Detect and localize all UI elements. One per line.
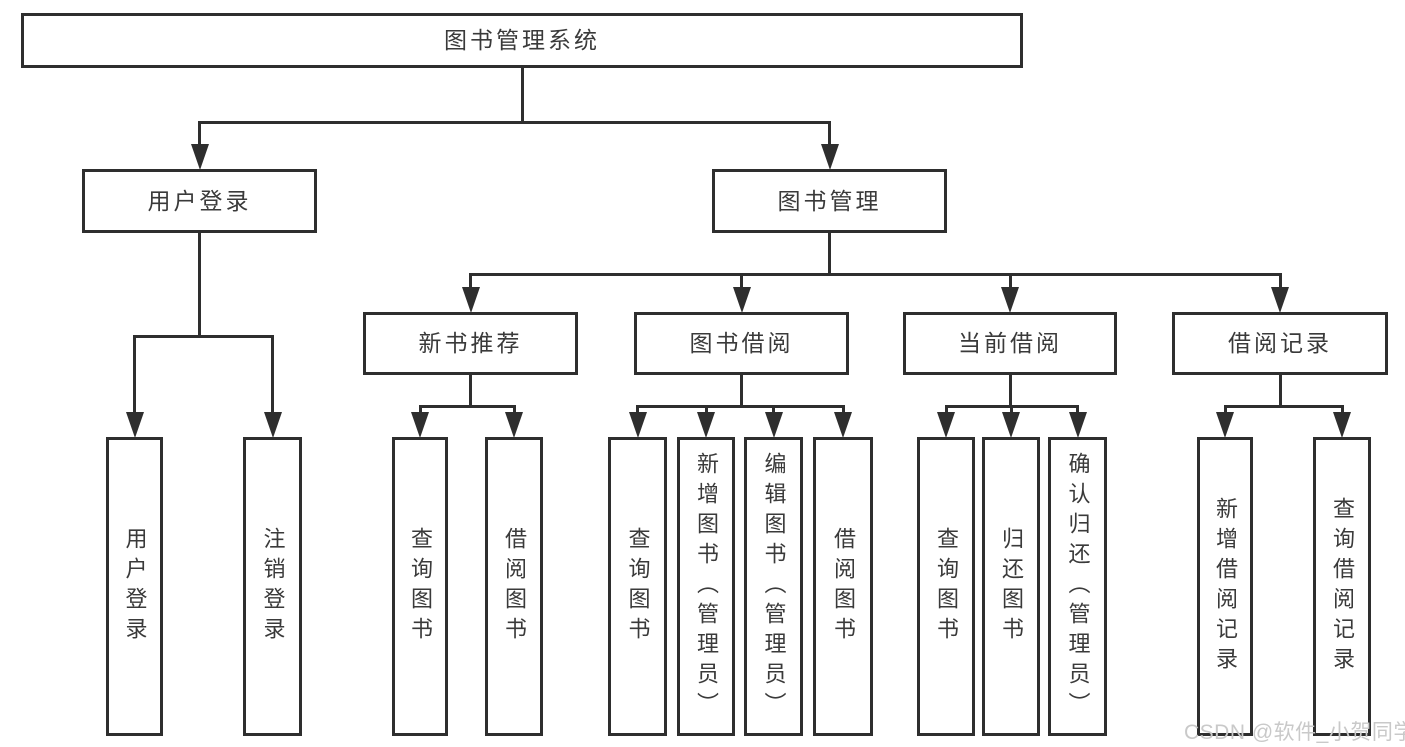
connector-stem — [1008, 375, 1012, 408]
node-system: 图书管理系统 — [21, 13, 1023, 68]
connector-stem — [1278, 375, 1282, 408]
connector-stem — [828, 233, 831, 276]
arrow-down-icon — [1333, 412, 1351, 438]
node-label-bb-edit-books: 编辑图书（管理员） — [761, 451, 787, 722]
connector-drop — [828, 121, 831, 147]
arrow-down-icon — [937, 412, 955, 438]
node-bb-borrow-books: 借阅图书 — [813, 437, 873, 736]
node-label-bb-add-books: 新增图书（管理员） — [694, 451, 719, 722]
node-br-query-record: 查询借阅记录 — [1313, 437, 1371, 736]
node-new-book-recommend: 新书推荐 — [363, 312, 578, 375]
connector-drop — [469, 273, 472, 290]
node-cb-confirm-return: 确认归还（管理员） — [1048, 437, 1107, 736]
node-label-user-login: 用户登录 — [147, 187, 252, 214]
node-cb-query-books: 查询图书 — [917, 437, 975, 736]
node-label-br-query-record: 查询借阅记录 — [1330, 496, 1355, 677]
connector-drop — [772, 405, 775, 415]
node-user-login: 用户登录 — [82, 169, 317, 233]
node-label-cb-query-books: 查询图书 — [934, 526, 959, 647]
connector-drop — [841, 405, 845, 415]
node-label-system: 图书管理系统 — [444, 27, 600, 53]
node-label-borrowing-records: 借阅记录 — [1228, 330, 1332, 356]
connector-drop — [133, 335, 136, 415]
arrow-down-icon — [1068, 412, 1087, 438]
arrow-down-icon — [1271, 287, 1289, 313]
arrow-down-icon — [505, 412, 523, 438]
node-label-leaf-logout: 注销登录 — [260, 526, 286, 647]
arrow-down-icon — [125, 412, 144, 438]
arrow-down-icon — [411, 412, 429, 438]
arrow-down-icon — [732, 287, 751, 313]
connector-stem — [198, 233, 201, 338]
node-label-br-add-record: 新增借阅记录 — [1213, 496, 1238, 677]
arrow-down-icon — [820, 144, 839, 170]
node-cb-return-books: 归还图书 — [982, 437, 1040, 736]
node-label-new-book-recommend: 新书推荐 — [418, 330, 523, 356]
connector-rail — [1223, 405, 1344, 408]
node-br-add-record: 新增借阅记录 — [1197, 437, 1253, 736]
arrow-down-icon — [628, 412, 647, 438]
connector-stem — [740, 375, 743, 408]
node-label-bb-query-books: 查询图书 — [625, 526, 651, 647]
connector-drop — [740, 273, 743, 290]
node-label-cb-confirm-return: 确认归还（管理员） — [1065, 451, 1091, 722]
connector-rail — [418, 405, 516, 408]
connector-drop — [1076, 405, 1079, 415]
connector-drop — [198, 121, 201, 147]
connector-stem — [469, 375, 472, 408]
watermark: CSDN @软件_小贺同学 — [1184, 721, 1405, 744]
connector-rail — [198, 121, 831, 124]
arrow-down-icon — [1002, 412, 1020, 438]
connector-rail — [133, 335, 274, 338]
node-bb-add-books: 新增图书（管理员） — [677, 437, 735, 736]
arrow-down-icon — [764, 412, 783, 438]
node-nb-borrow-books: 借阅图书 — [485, 437, 543, 736]
arrow-down-icon — [263, 412, 282, 438]
arrow-down-icon — [697, 412, 715, 438]
node-label-leaf-user-login: 用户登录 — [122, 526, 148, 647]
connector-drop — [704, 405, 708, 415]
node-book-borrowing: 图书借阅 — [634, 312, 849, 375]
arrow-down-icon — [190, 144, 209, 170]
connector-rail — [469, 273, 1282, 276]
connector-drop — [1009, 405, 1013, 415]
node-label-cb-return-books: 归还图书 — [999, 526, 1024, 647]
node-label-current-borrowing: 当前借阅 — [958, 330, 1062, 356]
node-book-management: 图书管理 — [712, 169, 947, 233]
arrow-down-icon — [461, 287, 480, 313]
connector-stem — [520, 68, 524, 124]
node-borrowing-records: 借阅记录 — [1172, 312, 1388, 375]
node-leaf-user-login: 用户登录 — [106, 437, 163, 736]
node-nb-query-books: 查询图书 — [392, 437, 448, 736]
node-bb-edit-books: 编辑图书（管理员） — [744, 437, 803, 736]
connector-drop — [418, 405, 422, 415]
connector-drop — [271, 335, 274, 415]
node-bb-query-books: 查询图书 — [608, 437, 667, 736]
connector-rail — [636, 405, 845, 408]
node-label-book-management: 图书管理 — [777, 187, 882, 214]
node-label-nb-query-books: 查询图书 — [408, 526, 433, 647]
node-leaf-logout: 注销登录 — [243, 437, 302, 736]
arrow-down-icon — [1216, 412, 1234, 438]
arrow-down-icon — [834, 412, 852, 438]
node-current-borrowing: 当前借阅 — [903, 312, 1117, 375]
node-label-nb-borrow-books: 借阅图书 — [502, 526, 527, 647]
connector-drop — [1278, 273, 1282, 290]
connector-drop — [1223, 405, 1227, 415]
node-label-bb-borrow-books: 借阅图书 — [831, 526, 856, 647]
connector-drop — [1340, 405, 1344, 415]
connector-drop — [1008, 273, 1012, 290]
arrow-down-icon — [1001, 287, 1019, 313]
connector-drop — [512, 405, 516, 415]
connector-drop — [636, 405, 639, 415]
node-label-book-borrowing: 图书借阅 — [689, 330, 794, 356]
connector-drop — [944, 405, 948, 415]
